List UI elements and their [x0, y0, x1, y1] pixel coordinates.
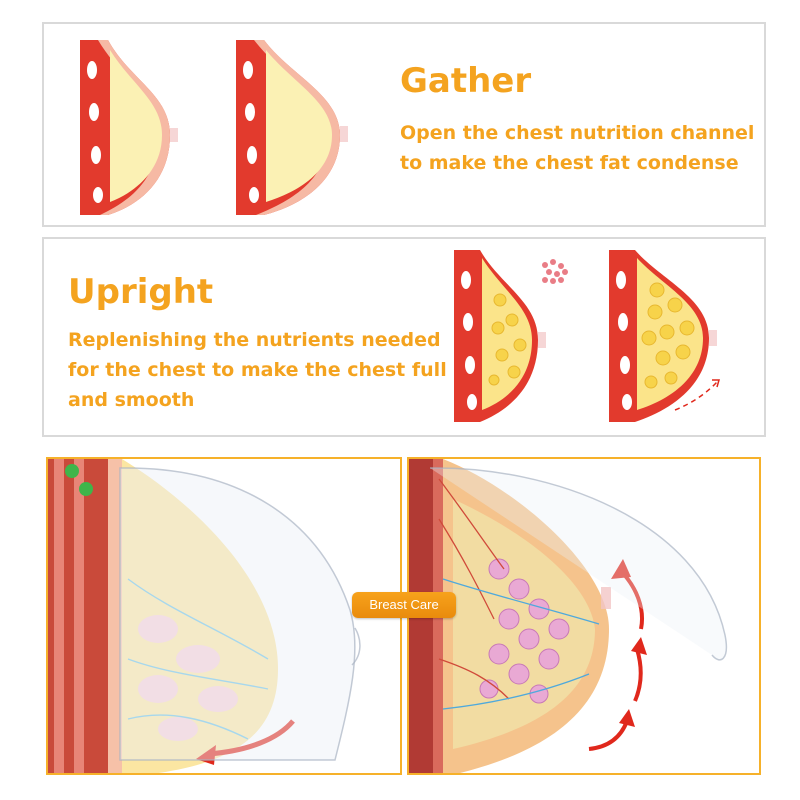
upright-illustration-after — [609, 250, 720, 422]
upright-illustration-before — [454, 250, 568, 422]
upright-desc-line3: and smooth — [68, 389, 195, 411]
gather-illustration-after — [236, 40, 348, 215]
after-cross-section-illustration — [409, 459, 647, 773]
upright-title: Upright — [68, 272, 214, 312]
gather-description: Open the chest nutrition channel to make… — [400, 118, 754, 178]
gather-title: Gather — [400, 61, 532, 101]
gather-desc-line1: Open the chest nutrition channel — [400, 122, 755, 144]
upright-desc-line2: for the chest to make the chest full — [68, 359, 447, 381]
before-cross-section-photo — [46, 457, 402, 775]
breast-care-label: Breast Care — [352, 592, 456, 618]
after-cross-section-photo — [407, 457, 761, 775]
gather-illustration-before — [80, 40, 178, 215]
upright-description: Replenishing the nutrients needed for th… — [68, 325, 447, 415]
upright-desc-line1: Replenishing the nutrients needed — [68, 329, 441, 351]
gather-desc-line2: to make the chest fat condense — [400, 152, 739, 174]
before-cross-section-illustration — [48, 459, 295, 773]
